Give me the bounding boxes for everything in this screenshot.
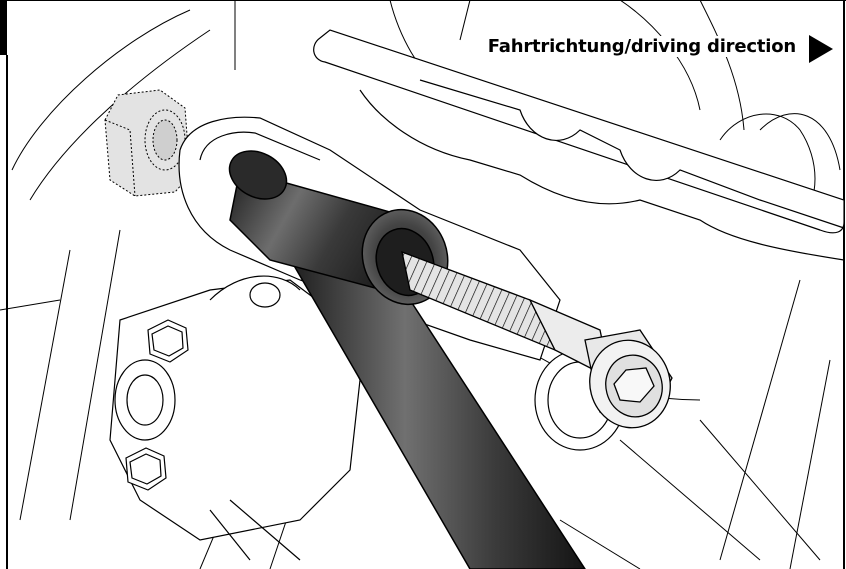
socket-cap-bolt-head [584, 329, 673, 429]
driving-direction-label: Fahrtrichtung/driving direction [485, 36, 798, 57]
caliper-body [109, 275, 361, 561]
swing-arm-plate [313, 29, 845, 261]
triangle-right-icon [809, 35, 833, 63]
flange-nut-ghost [104, 89, 191, 197]
hex-bolt-lower [125, 447, 167, 491]
hex-bolt-upper [147, 319, 189, 363]
